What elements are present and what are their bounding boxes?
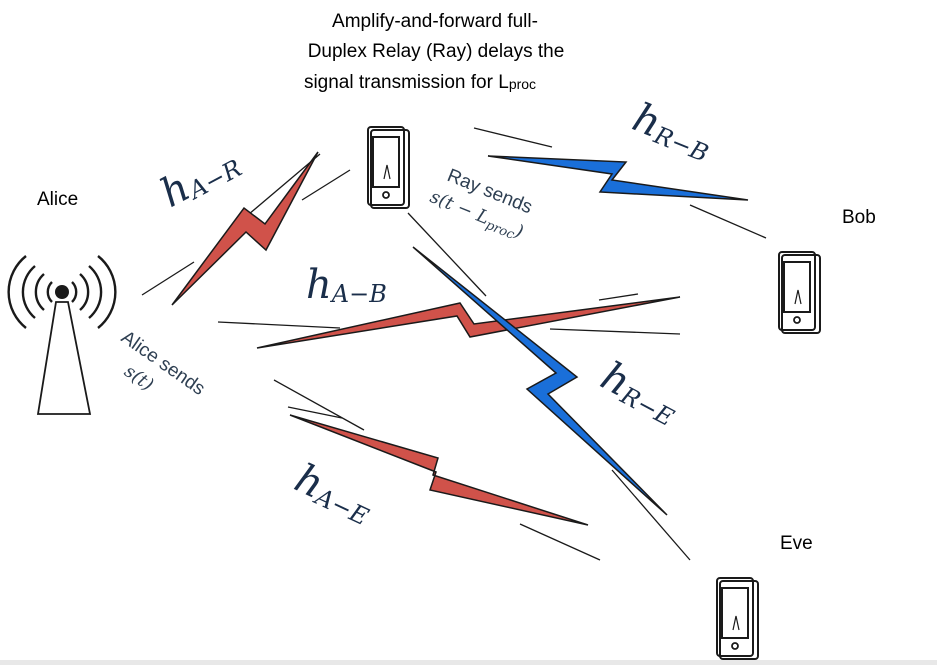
svg-text:hA−B: hA−B bbox=[306, 262, 387, 308]
link-line bbox=[287, 406, 343, 419]
link-line bbox=[598, 293, 639, 301]
link-line bbox=[549, 328, 681, 335]
link-lines bbox=[141, 127, 767, 561]
svg-text:hR−E: hR−E bbox=[593, 353, 687, 432]
channel-label-r-e: hR−E bbox=[593, 353, 687, 432]
link-line bbox=[217, 321, 341, 329]
bolt-ray-eve bbox=[412, 246, 668, 516]
diagram-title: Amplify-and-forward full- Duplex Relay (… bbox=[304, 11, 564, 93]
link-line bbox=[407, 212, 487, 297]
channel-subscript: A−E bbox=[309, 482, 373, 532]
channel-label-a-r: hA−R bbox=[153, 138, 246, 217]
ray-sends-note: Ray sends s(t − Lproc) bbox=[427, 165, 535, 243]
bottom-strip bbox=[0, 660, 937, 665]
channel-label-a-b: hA−B bbox=[306, 262, 387, 308]
channel-label-a-e: hA−E bbox=[288, 455, 381, 531]
svg-text:hR−B: hR−B bbox=[626, 95, 719, 168]
bob-phone-icon bbox=[778, 251, 821, 334]
link-line bbox=[689, 204, 767, 239]
link-line bbox=[273, 379, 365, 431]
eve-label: Eve bbox=[780, 533, 813, 554]
title-line-1: Amplify-and-forward full- bbox=[332, 11, 538, 32]
channel-label-r-b: hR−B bbox=[626, 95, 719, 168]
svg-text:hA−R: hA−R bbox=[153, 138, 246, 217]
bolt-alice-ray bbox=[171, 151, 319, 306]
channel-h: h bbox=[306, 262, 332, 308]
bolt-ray-bob bbox=[487, 155, 749, 201]
relay-phone-icon bbox=[367, 126, 410, 209]
bob-label: Bob bbox=[842, 207, 876, 228]
link-line bbox=[141, 261, 195, 296]
title-line-3-text: signal transmission for L bbox=[304, 72, 509, 93]
alice-sends-note: Alice sends s(t) bbox=[117, 327, 209, 400]
bolt-alice-bob bbox=[256, 296, 681, 349]
title-line-3: signal transmission for Lproc bbox=[304, 72, 536, 93]
bolt-alice-eve bbox=[289, 414, 589, 526]
channel-subscript: R−B bbox=[649, 121, 712, 168]
link-line bbox=[519, 523, 601, 561]
eve-phone-icon bbox=[716, 577, 759, 660]
link-line bbox=[473, 127, 553, 148]
alice-label: Alice bbox=[37, 189, 78, 210]
channel-subscript: A−B bbox=[330, 280, 387, 308]
link-line bbox=[301, 169, 351, 201]
title-line-3-subscript: proc bbox=[509, 76, 536, 92]
title-line-2: Duplex Relay (Ray) delays the bbox=[308, 41, 565, 62]
svg-text:hA−E: hA−E bbox=[288, 455, 381, 531]
link-line bbox=[611, 469, 691, 561]
link-line bbox=[241, 153, 321, 221]
channel-subscript: R−E bbox=[615, 381, 679, 433]
antenna-tower-icon bbox=[7, 255, 117, 415]
